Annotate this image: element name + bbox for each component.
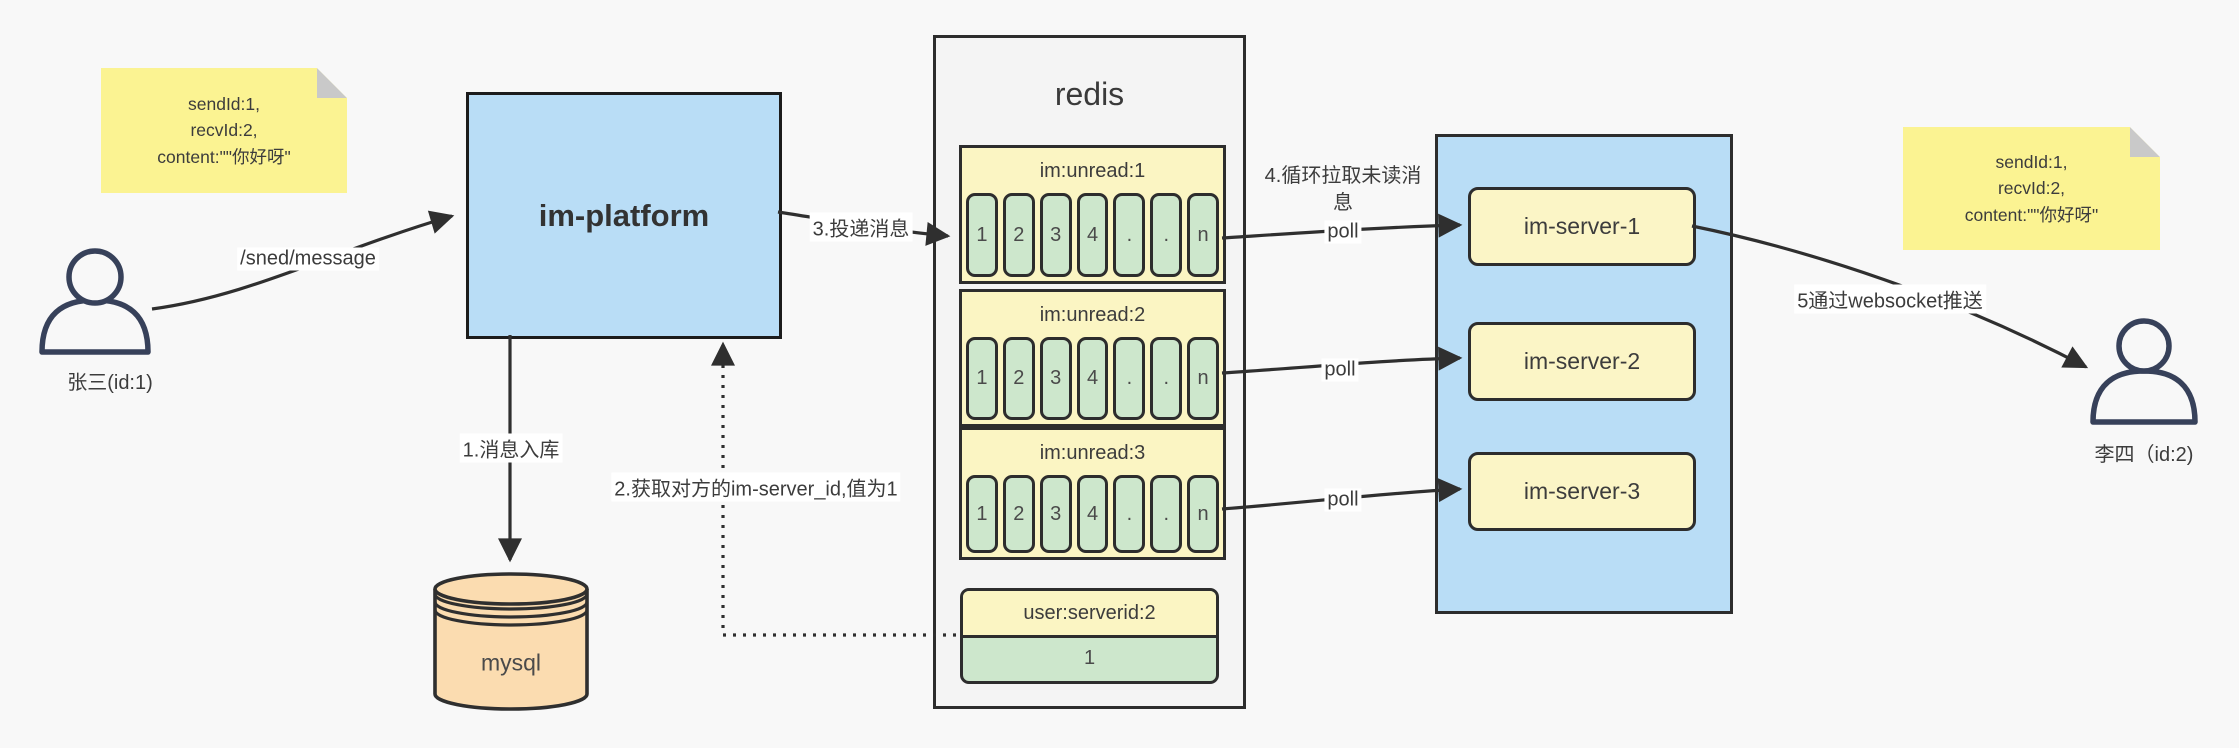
note-line: sendId:1, bbox=[1995, 152, 2068, 173]
queue-cell: . bbox=[1113, 193, 1146, 277]
edge-label-get-server-id: 2.获取对方的im-server_id,值为1 bbox=[611, 472, 901, 502]
queue-im-unread-2[interactable]: im:unread:2 1 2 3 4 . . n bbox=[959, 289, 1226, 427]
queue-cell: . bbox=[1113, 337, 1146, 420]
edge-label-pull: 4.循环拉取未读消息 bbox=[1264, 165, 1422, 214]
message-note-left: sendId:1, recvId:2, content:""你好呀" bbox=[101, 68, 347, 193]
edge-label-send: /sned/message bbox=[237, 247, 379, 271]
im-platform-box[interactable]: im-platform bbox=[466, 92, 782, 339]
queue-cell: 4 bbox=[1076, 475, 1109, 553]
message-note-left-text: sendId:1, recvId:2, content:""你好呀" bbox=[101, 68, 347, 193]
im-server-3-box[interactable]: im-server-3 bbox=[1468, 452, 1696, 531]
im-server-2-label: im-server-2 bbox=[1523, 348, 1641, 374]
sender-label: 张三(id:1) bbox=[67, 372, 153, 394]
queue-cell: 1 bbox=[966, 337, 998, 420]
queue-cells: 1 2 3 4 . . n bbox=[966, 337, 1220, 420]
queue-cell: . bbox=[1150, 193, 1183, 277]
edge-label-deliver: 3.投递消息 bbox=[809, 212, 913, 242]
queue-cell: n bbox=[1187, 337, 1220, 420]
edge-label-poll-2: poll bbox=[1321, 358, 1359, 382]
queue-cell: 1 bbox=[966, 475, 998, 553]
queue-cells: 1 2 3 4 . . n bbox=[966, 475, 1220, 553]
queue-cells: 1 2 3 4 . . n bbox=[966, 193, 1220, 277]
queue-cell: 1 bbox=[966, 193, 998, 277]
queue-cell: 2 bbox=[1002, 193, 1035, 277]
im-server-1-label: im-server-1 bbox=[1523, 213, 1641, 239]
queue-im-unread-1[interactable]: im:unread:1 1 2 3 4 . . n bbox=[959, 145, 1226, 284]
queue-title: im:unread:3 bbox=[1039, 442, 1146, 464]
queue-im-unread-3[interactable]: im:unread:3 1 2 3 4 . . n bbox=[959, 427, 1226, 560]
queue-title: im:unread:2 bbox=[1039, 304, 1146, 326]
im-platform-label: im-platform bbox=[538, 197, 710, 233]
queue-title: im:unread:1 bbox=[1039, 160, 1146, 182]
queue-cell: 2 bbox=[1002, 337, 1035, 420]
queue-cell: 3 bbox=[1039, 337, 1072, 420]
queue-cell: n bbox=[1187, 475, 1220, 553]
edge-label-store: 1.消息入库 bbox=[459, 433, 563, 463]
note-line: content:""你好呀" bbox=[157, 146, 291, 167]
receiver-label: 李四（id:2) bbox=[2094, 444, 2194, 466]
note-line: content:""你好呀" bbox=[1964, 204, 2099, 225]
edge-label-poll-1: poll bbox=[1324, 220, 1362, 244]
queue-cell: 3 bbox=[1039, 193, 1072, 277]
edge-label-poll-3: poll bbox=[1324, 488, 1362, 512]
kv-value: 1 bbox=[1083, 646, 1096, 669]
redis-title: redis bbox=[1054, 76, 1125, 112]
sender-user-icon[interactable] bbox=[39, 248, 151, 355]
queue-cell: . bbox=[1113, 475, 1146, 553]
note-line: recvId:2, bbox=[1997, 178, 2066, 199]
mysql-label: mysql bbox=[480, 649, 542, 676]
queue-cell: 4 bbox=[1076, 193, 1109, 277]
queue-cell: 3 bbox=[1039, 475, 1072, 553]
kv-user-serverid[interactable]: user:serverid:2 1 bbox=[960, 588, 1219, 684]
message-note-right: sendId:1, recvId:2, content:""你好呀" bbox=[1903, 127, 2160, 250]
queue-cell: . bbox=[1150, 475, 1183, 553]
message-note-right-text: sendId:1, recvId:2, content:""你好呀" bbox=[1903, 127, 2160, 250]
im-server-1-box[interactable]: im-server-1 bbox=[1468, 187, 1696, 266]
mysql-cylinder-icon[interactable] bbox=[433, 572, 589, 711]
note-line: sendId:1, bbox=[188, 94, 260, 115]
queue-cell: 2 bbox=[1002, 475, 1035, 553]
kv-title: user:serverid:2 bbox=[963, 591, 1216, 638]
receiver-user-icon[interactable] bbox=[2090, 318, 2198, 425]
im-server-3-label: im-server-3 bbox=[1523, 478, 1641, 504]
note-line: recvId:2, bbox=[190, 120, 258, 141]
edge-label-websocket-push: 5通过websocket推送 bbox=[1794, 284, 1986, 314]
queue-cell: 4 bbox=[1076, 337, 1109, 420]
im-server-2-box[interactable]: im-server-2 bbox=[1468, 322, 1696, 401]
queue-cell: n bbox=[1187, 193, 1220, 277]
queue-cell: . bbox=[1150, 337, 1183, 420]
